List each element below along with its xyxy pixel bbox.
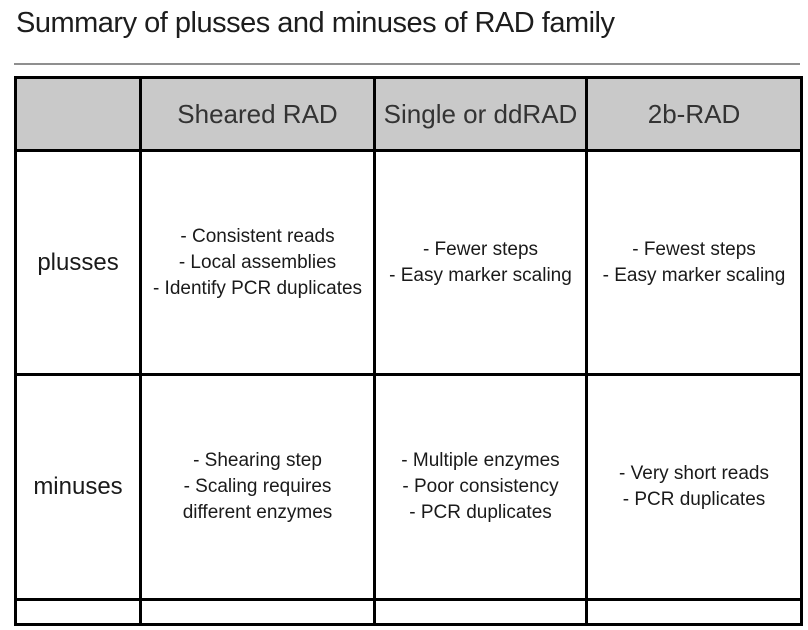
- cell-line: - Easy marker scaling: [389, 264, 572, 286]
- title-divider: [14, 63, 800, 65]
- header-cell-2b-rad: 2b-RAD: [585, 76, 803, 152]
- header-cell-single-or-ddrad: Single or ddRAD: [373, 76, 588, 152]
- cell-line: - Poor consistency: [402, 476, 559, 497]
- cell-plusses-sheared-rad: - Consistent reads - Local assemblies - …: [139, 149, 376, 376]
- cell-line: different enzymes: [182, 502, 333, 523]
- cell-minuses-single-or-ddrad: - Multiple enzymes - Poor consistency - …: [373, 373, 588, 601]
- cell-line: - Fewer steps: [422, 238, 539, 260]
- header-cell-sheared-rad: Sheared RAD: [139, 76, 376, 152]
- header-cell-blank: [14, 76, 142, 152]
- cell-line: - Multiple enzymes: [401, 450, 560, 471]
- cell-plusses-single-or-ddrad: - Fewer steps - Easy marker scaling: [373, 149, 588, 376]
- page-title: Summary of plusses and minuses of RAD fa…: [16, 7, 615, 39]
- summary-table: Sheared RAD Single or ddRAD 2b-RAD pluss…: [14, 76, 803, 626]
- cell-minuses-sheared-rad: - Shearing step - Scaling requires diffe…: [139, 373, 376, 601]
- cell-line: - PCR duplicates: [409, 502, 552, 523]
- cell-minuses-2b-rad: - Very short reads - PCR duplicates: [585, 373, 803, 601]
- table-footer-row: [14, 598, 803, 626]
- footer-cell-2b-rad: [585, 598, 803, 626]
- cell-line: - Identify PCR duplicates: [152, 277, 363, 299]
- footer-cell-sheared-rad: [139, 598, 376, 626]
- footer-cell-blank: [14, 598, 142, 626]
- cell-plusses-2b-rad: - Fewest steps - Easy marker scaling: [585, 149, 803, 376]
- cell-line: - Shearing step: [193, 450, 322, 471]
- cell-line: - Local assemblies: [178, 251, 337, 273]
- cell-line: - Very short reads: [619, 463, 769, 484]
- row-label-minuses: minuses: [14, 373, 142, 601]
- cell-line: - Easy marker scaling: [602, 264, 786, 286]
- footer-cell-single-or-ddrad: [373, 598, 588, 626]
- cell-line: - Fewest steps: [632, 238, 756, 260]
- table-row-minuses: minuses - Shearing step - Scaling requir…: [14, 373, 803, 601]
- cell-line: - PCR duplicates: [622, 489, 766, 510]
- row-label-plusses: plusses: [14, 149, 142, 376]
- table-row-plusses: plusses - Consistent reads - Local assem…: [14, 149, 803, 376]
- cell-line: - Consistent reads: [180, 225, 335, 247]
- table-header-row: Sheared RAD Single or ddRAD 2b-RAD: [14, 76, 803, 152]
- cell-line: - Scaling requires: [183, 476, 332, 497]
